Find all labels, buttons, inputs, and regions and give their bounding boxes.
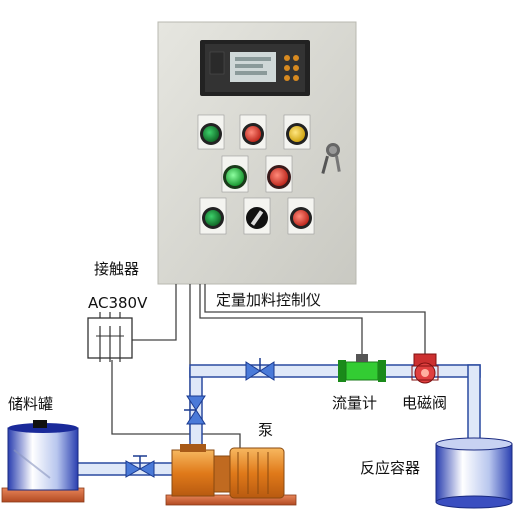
wire-contactor-pump xyxy=(111,360,241,450)
storage-tank-label: 储料罐 xyxy=(8,395,54,413)
solenoid-valve xyxy=(411,353,439,384)
controller-display xyxy=(200,40,310,96)
reactor-vessel xyxy=(435,437,513,509)
pump xyxy=(165,444,297,506)
power-supply-label: AC380V xyxy=(88,294,148,312)
wire-cabinet-flowmeter xyxy=(199,284,363,358)
button-yellow xyxy=(283,114,311,150)
flow-meter-label: 流量计 xyxy=(332,394,378,412)
button-red-2 xyxy=(287,197,315,235)
valve-riser-icon xyxy=(184,395,206,425)
controller-label: 定量加料控制仪 xyxy=(216,291,322,309)
wire-cabinet-contactor xyxy=(132,284,177,341)
pipe-reactor-inlet xyxy=(467,364,481,446)
valve-top-icon xyxy=(245,358,275,381)
flow-meter xyxy=(338,354,386,382)
contactor xyxy=(87,312,133,362)
selector-switch xyxy=(243,197,271,235)
wire-cabinet-valve xyxy=(204,284,426,355)
pump-label: 泵 xyxy=(258,421,274,439)
reactor-vessel-label: 反应容器 xyxy=(360,459,421,477)
button-green-2 xyxy=(199,197,227,235)
button-red-1 xyxy=(239,114,267,150)
contactor-label: 接触器 xyxy=(94,260,140,278)
indicator-light-red xyxy=(265,155,293,193)
valve-bottom-icon xyxy=(125,455,155,478)
key-switch-icon xyxy=(321,143,341,174)
solenoid-valve-label: 电磁阀 xyxy=(402,394,448,412)
pipe-top-run xyxy=(189,364,481,378)
button-green-1 xyxy=(197,114,225,150)
indicator-light-green xyxy=(221,155,249,193)
storage-tank xyxy=(1,420,85,503)
control-cabinet xyxy=(157,21,357,285)
